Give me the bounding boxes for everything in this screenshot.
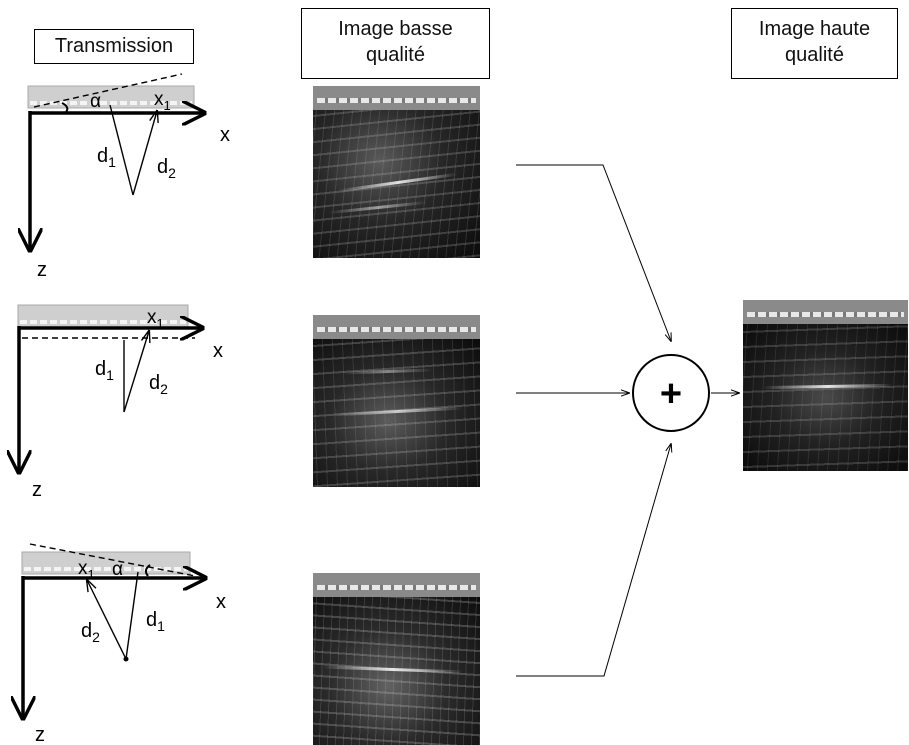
- connector-top: [516, 164, 671, 341]
- low-quality-header: Image basse qualité: [301, 8, 490, 79]
- d-left-label-1: d1: [97, 145, 116, 170]
- ray-d2-1: [132, 111, 157, 196]
- angle-label-1: α: [90, 91, 101, 112]
- transmission-row-1: α x1 d1 d2 x z: [28, 73, 230, 281]
- angle-label-3: α: [112, 559, 123, 580]
- ray-d2-2: [123, 331, 149, 413]
- z-axis-label-3: z: [35, 724, 45, 745]
- focal-point-3: [123, 656, 129, 662]
- d-right-label-3: d1: [146, 609, 165, 634]
- x1-label-1: x1: [154, 89, 171, 113]
- transmission-row-2: x1 d1 d2 x z: [18, 304, 223, 501]
- sum-node: [632, 354, 710, 432]
- ray-d1-1: [109, 104, 134, 196]
- angle-arc-3: [144, 564, 151, 577]
- angle-arc-1: [61, 102, 69, 113]
- high-quality-image: [743, 300, 908, 471]
- sum-symbol: +: [660, 373, 682, 415]
- low-quality-header-line-2: qualité: [366, 44, 425, 66]
- d-left-label-2: d1: [95, 358, 114, 383]
- low-quality-header-line-1: Image basse: [338, 18, 453, 40]
- high-quality-header: Image haute qualité: [731, 8, 898, 79]
- x-axis-label-3: x: [216, 591, 226, 613]
- low-quality-image-1: [313, 86, 480, 258]
- d-left-label-3: d2: [81, 620, 100, 645]
- z-axis-label-2: z: [32, 479, 42, 501]
- ray-d2-3: [87, 580, 127, 660]
- inclined-wavefront-3: [29, 543, 196, 577]
- x-axis-label-2: x: [213, 340, 223, 362]
- transmission-row-3: x1 α d2 d1 x z: [22, 543, 226, 745]
- ray-d1-3: [125, 571, 139, 660]
- d-right-label-1: d2: [157, 156, 176, 181]
- x1-label-3: x1: [78, 558, 95, 582]
- z-axis-label-1: z: [37, 259, 47, 281]
- high-quality-header-line-1: Image haute: [758, 18, 871, 40]
- x1-label-2: x1: [147, 307, 164, 331]
- low-quality-image-3: [313, 573, 480, 745]
- x-axis-label-1: x: [220, 124, 230, 146]
- connector-bottom: [516, 444, 671, 677]
- low-quality-image-2: [313, 315, 480, 487]
- inclined-wavefront-1: [33, 73, 183, 108]
- high-quality-header-line-2: qualité: [785, 44, 844, 66]
- d-right-label-2: d2: [149, 372, 168, 397]
- transmission-header: Transmission: [34, 29, 194, 64]
